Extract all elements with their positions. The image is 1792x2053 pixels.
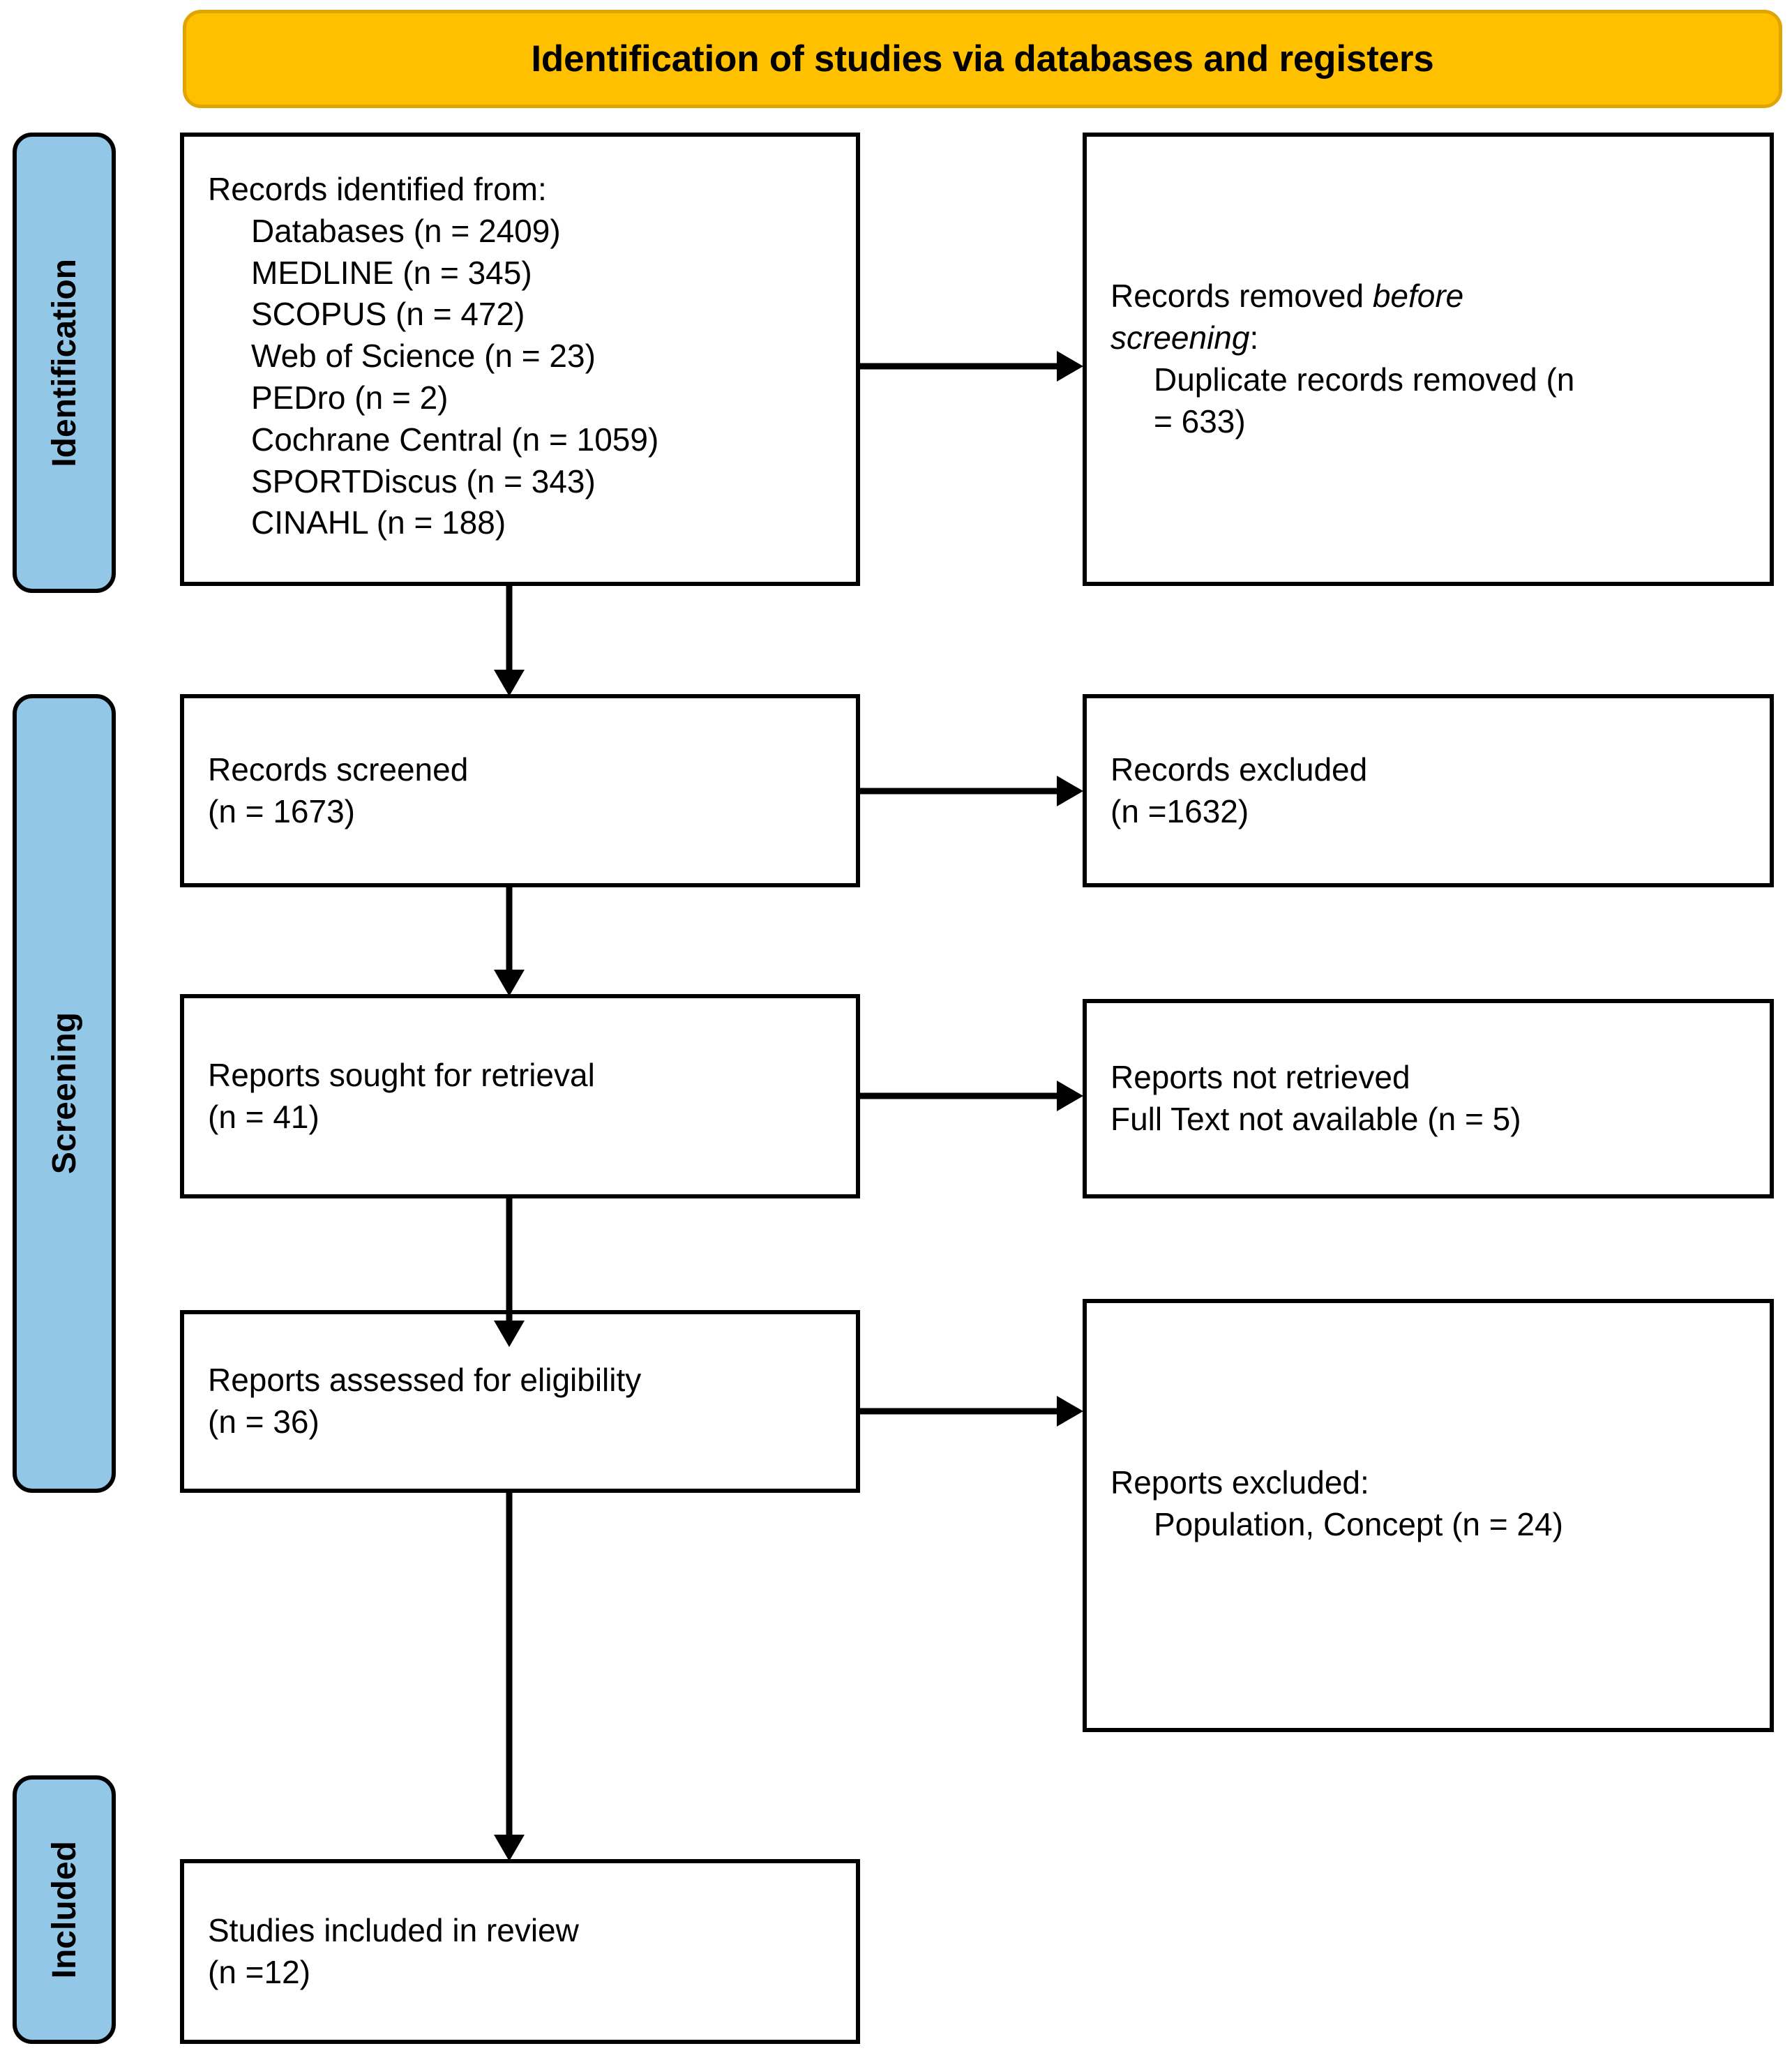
- box-records-excluded: Records excluded (n =1632): [1083, 694, 1774, 887]
- reports-sought-count: (n = 41): [208, 1098, 319, 1135]
- stage-label-included-text: Included: [45, 1840, 83, 1979]
- records-removed-emphasis: before: [1372, 278, 1464, 315]
- reports-assessed-label: Reports assessed for eligibility: [208, 1362, 642, 1399]
- records-identified-heading: Records identified from:: [208, 171, 547, 207]
- box-studies-included: Studies included in review (n =12): [180, 1859, 860, 2044]
- reports-assessed-count: (n = 36): [208, 1404, 319, 1440]
- studies-included-label: Studies included in review: [208, 1911, 579, 1948]
- duplicate-records-removed-line-1: Duplicate records removed (n: [1154, 361, 1575, 398]
- arrow-screened-to-excluded: [860, 770, 1083, 812]
- diagram-header-banner: Identification of studies via databases …: [183, 10, 1782, 108]
- records-excluded-count: (n =1632): [1110, 792, 1249, 829]
- box-reports-assessed: Reports assessed for eligibility (n = 36…: [180, 1310, 860, 1493]
- records-removed-colon: :: [1249, 319, 1259, 356]
- reports-excluded-reason: Population, Concept (n = 24): [1154, 1505, 1563, 1542]
- studies-included-count: (n =12): [208, 1953, 311, 1990]
- duplicate-records-removed-line-2: = 633): [1154, 403, 1246, 439]
- box-reports-sought: Reports sought for retrieval (n = 41): [180, 994, 860, 1198]
- arrow-identified-to-screened: [488, 586, 530, 696]
- arrow-sought-to-not-retrieved: [860, 1075, 1083, 1117]
- arrow-assessed-to-reports-excluded: [860, 1390, 1083, 1432]
- records-identified-item: MEDLINE (n = 345): [251, 254, 532, 291]
- records-identified-item: Cochrane Central (n = 1059): [251, 421, 659, 458]
- records-identified-item: SCOPUS (n = 472): [251, 296, 525, 333]
- records-screened-label: Records screened: [208, 751, 469, 788]
- reports-not-retrieved-label: Reports not retrieved: [1110, 1059, 1410, 1096]
- reports-excluded-heading: Reports excluded:: [1110, 1464, 1369, 1501]
- arrow-identified-to-removed: [860, 345, 1083, 387]
- records-removed-emphasis-2: screening: [1110, 319, 1250, 356]
- stage-label-identification-text: Identification: [45, 258, 83, 467]
- records-identified-item: PEDro (n = 2): [251, 379, 449, 416]
- box-records-screened: Records screened (n = 1673): [180, 694, 860, 887]
- box-reports-excluded-detail: Reports excluded: Population, Concept (n…: [1083, 1299, 1774, 1732]
- box-reports-not-retrieved: Reports not retrieved Full Text not avai…: [1083, 999, 1774, 1198]
- banner-title: Identification of studies via databases …: [531, 38, 1434, 80]
- records-removed-line-2: screening:: [1110, 317, 1746, 359]
- stage-label-screening: Screening: [13, 694, 116, 1493]
- arrow-screened-to-sought: [488, 887, 530, 996]
- records-excluded-label: Records excluded: [1110, 751, 1368, 788]
- records-removed-line-1: Records removed before: [1110, 276, 1746, 317]
- records-identified-item: Databases (n = 2409): [251, 212, 561, 249]
- box-records-identified: Records identified from: Databases (n = …: [180, 133, 860, 586]
- box-records-removed: Records removed before screening: Duplic…: [1083, 133, 1774, 586]
- stage-label-identification: Identification: [13, 133, 116, 593]
- arrow-assessed-to-included: [488, 1493, 530, 1861]
- arrow-sought-to-assessed: [488, 1198, 530, 1347]
- records-identified-item: SPORTDiscus (n = 343): [251, 463, 596, 499]
- records-removed-prefix: Records removed: [1110, 278, 1373, 315]
- records-screened-count: (n = 1673): [208, 792, 355, 829]
- reports-not-retrieved-detail: Full Text not available (n = 5): [1110, 1101, 1521, 1137]
- records-identified-item: Web of Science (n = 23): [251, 338, 596, 375]
- reports-sought-label: Reports sought for retrieval: [208, 1056, 595, 1093]
- stage-label-included: Included: [13, 1775, 116, 2044]
- stage-label-screening-text: Screening: [45, 1012, 83, 1175]
- records-identified-item: CINAHL (n = 188): [251, 504, 506, 541]
